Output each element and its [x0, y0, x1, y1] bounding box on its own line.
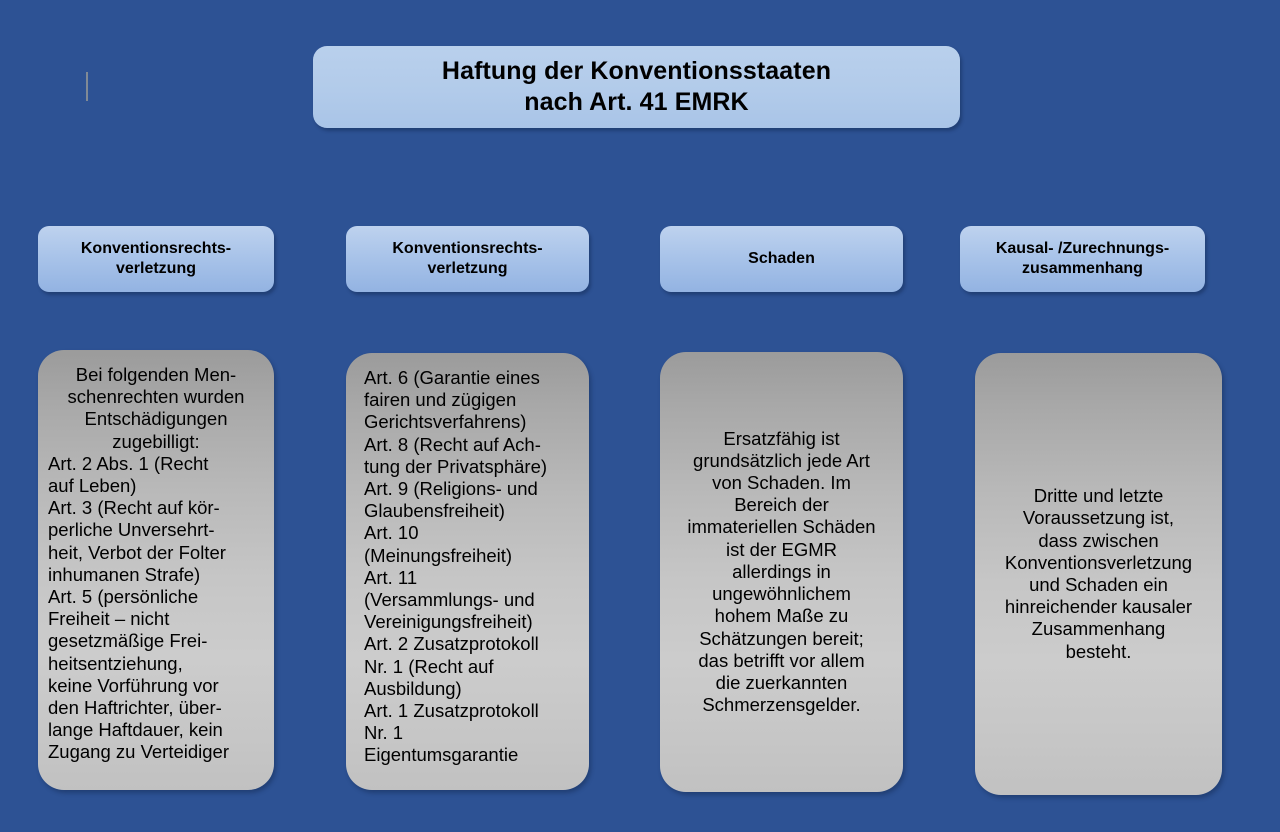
column-header-schaden[interactable]: Schaden [660, 226, 903, 292]
card-body-text: Art. 2 Abs. 1 (Recht auf Leben) Art. 3 (… [48, 452, 230, 763]
column-header-label: Schaden [748, 250, 815, 267]
column-header-label: Kausal- /Zurechnungs- zusammenhang [995, 240, 1170, 277]
card-lead-text: Bei folgenden Men- schenrechten wurden E… [67, 364, 245, 452]
column-header-konventionsrechtsverletzung-1[interactable]: Konventionsrechts- verletzung [38, 226, 274, 292]
title-box: Haftung der Konventionsstaaten nach Art.… [313, 46, 960, 128]
content-card-artikel-liste: Art. 6 (Garantie eines fairen und zügige… [346, 353, 589, 790]
column-header-konventionsrechtsverletzung-2[interactable]: Konventionsrechts- verletzung [346, 226, 589, 292]
column-header-kausalzusammenhang[interactable]: Kausal- /Zurechnungs- zusammenhang [960, 226, 1205, 292]
card-body-text: Dritte und letzte Voraussetzung ist, das… [1004, 485, 1193, 662]
column-header-label: Konventionsrechts- verletzung [80, 240, 232, 277]
content-card-schaden: Ersatzfähig ist grundsätzlich jede Art v… [660, 352, 903, 792]
card-body-text: Ersatzfähig ist grundsätzlich jede Art v… [687, 427, 876, 716]
page-title: Haftung der Konventionsstaaten nach Art.… [441, 57, 832, 116]
content-card-kausalzusammenhang: Dritte und letzte Voraussetzung ist, das… [975, 353, 1222, 795]
column-header-label: Konventionsrechts- verletzung [392, 240, 543, 277]
content-card-menschenrechte: Bei folgenden Men- schenrechten wurden E… [38, 350, 274, 790]
text-cursor-artifact [86, 72, 88, 101]
card-body-text: Art. 6 (Garantie eines fairen und zügige… [364, 367, 548, 766]
